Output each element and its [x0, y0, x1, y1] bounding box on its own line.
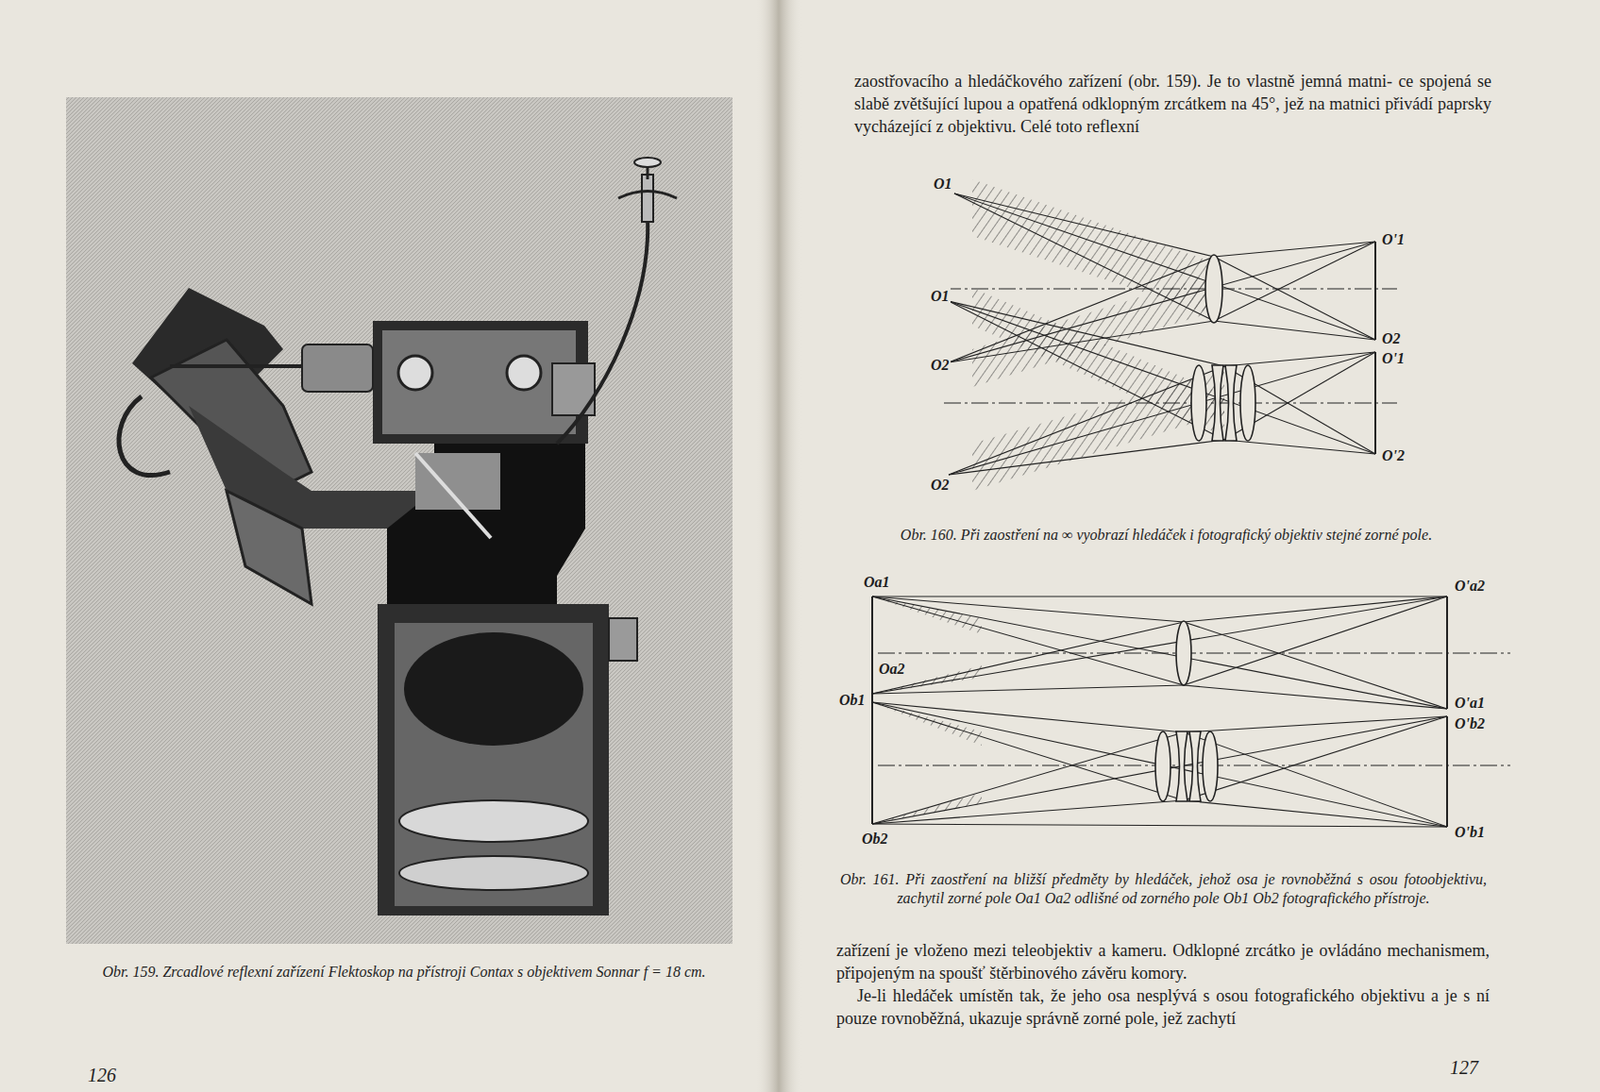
- figure-caption: Obr. 161. Při zaostření na bližší předmě…: [840, 870, 1487, 909]
- figure-161-ray-diagram: [872, 596, 1511, 827]
- gutter-shadow: [755, 0, 803, 1092]
- point-label: O'1: [1381, 350, 1406, 368]
- point-label: Oa2: [877, 660, 907, 678]
- point-label: O'b1: [1453, 824, 1486, 842]
- point-label: O'2: [1381, 447, 1406, 465]
- point-label: O1: [929, 287, 951, 305]
- page-number: 127: [1449, 1057, 1479, 1079]
- body-text: Je-li hledáček umístěn tak, že jeho osa …: [836, 984, 1490, 1030]
- page-number: 126: [87, 1064, 117, 1087]
- point-label: O'b2: [1453, 715, 1486, 733]
- figure-caption: Obr. 160. Při zaostření na ∞ vyobrazí hl…: [847, 525, 1485, 545]
- point-label: O'1: [1381, 231, 1406, 249]
- point-label: Ob1: [838, 691, 867, 709]
- figure-caption: Obr. 159. Zrcadlové reflexní zařízení Fl…: [83, 962, 725, 982]
- point-label: O'a2: [1453, 577, 1486, 595]
- point-label: O'a1: [1453, 694, 1486, 712]
- point-label: O2: [1381, 330, 1402, 348]
- point-label: O1: [932, 175, 954, 193]
- body-text: zařízení je vloženo mezi teleobjektiv a …: [836, 939, 1490, 985]
- point-label: Ob2: [860, 830, 890, 848]
- point-label: O2: [929, 476, 951, 494]
- figure-160-ray-diagram: [943, 179, 1398, 491]
- flektoskop-photo: [66, 97, 733, 944]
- point-label: Oa1: [862, 573, 892, 591]
- point-label: O2: [929, 356, 951, 374]
- body-text: zaostřovacího a hledáčkového zařízení (o…: [854, 69, 1492, 138]
